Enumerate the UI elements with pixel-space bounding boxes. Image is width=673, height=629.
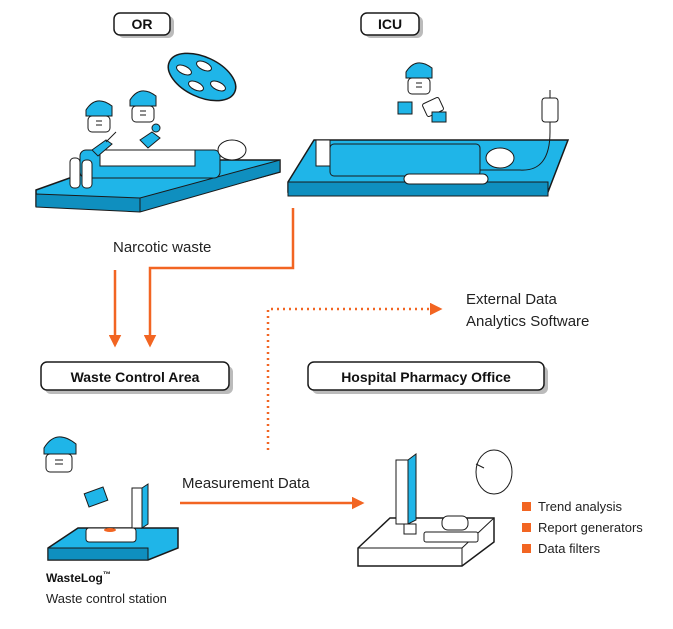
measurement-data-label: Measurement Data [182,475,310,492]
bullet-icon [522,523,531,532]
icu-scene-illustration [287,62,570,197]
wastelog-description: Waste control station [46,591,167,606]
feature-item: Report generators [522,520,643,535]
bullet-icon [522,544,531,553]
wastelog-station-illustration [43,436,179,561]
or-label-text: OR [132,16,153,32]
or-scene-illustration [35,52,281,213]
feature-label: Report generators [538,520,643,535]
icu-label-text: ICU [378,16,402,32]
feature-item: Data filters [522,541,601,556]
wastelog-name: WasteLog [46,571,103,585]
icu-label: ICU [360,12,423,38]
station-monitor-icon [131,483,149,529]
pharmacy-workstation-illustration [357,449,513,567]
nurse-icon [397,62,447,123]
keyboard-icon [423,531,479,543]
bullet-icon [522,502,531,511]
computer-monitor-icon [395,453,417,535]
feature-label: Data filters [538,541,601,556]
external-software-label-line2: Analytics Software [466,313,589,330]
pharmacy-office-text: Hospital Pharmacy Office [341,369,511,385]
waste-control-area-label: Waste Control Area [40,361,233,394]
or-label: OR [113,12,174,38]
feature-item: Trend analysis [522,499,623,514]
feature-list: Trend analysis Report generators Data fi… [522,499,643,556]
surgical-lamp-icon [167,52,237,102]
surgeon-icon [129,90,161,149]
scale-device-icon [85,527,137,543]
narcotic-waste-flow [108,208,295,348]
surgeon-icon [85,100,117,157]
pharmacist-icon [441,449,513,531]
narcotic-waste-label: Narcotic waste [113,239,211,256]
technician-icon [43,436,109,508]
pharmacy-office-label: Hospital Pharmacy Office [307,361,548,394]
icu-bed-icon [287,139,570,197]
waste-arrow-icu [143,208,295,348]
external-software-label-line1: External Data [466,291,558,308]
iv-bag-icon [480,90,559,171]
operating-table-icon [35,139,281,213]
trademark-symbol: ™ [103,570,111,579]
feature-label: Trend analysis [538,499,623,514]
wastelog-product-name: WasteLog™ [46,570,111,585]
waste-control-area-text: Waste Control Area [71,369,200,385]
